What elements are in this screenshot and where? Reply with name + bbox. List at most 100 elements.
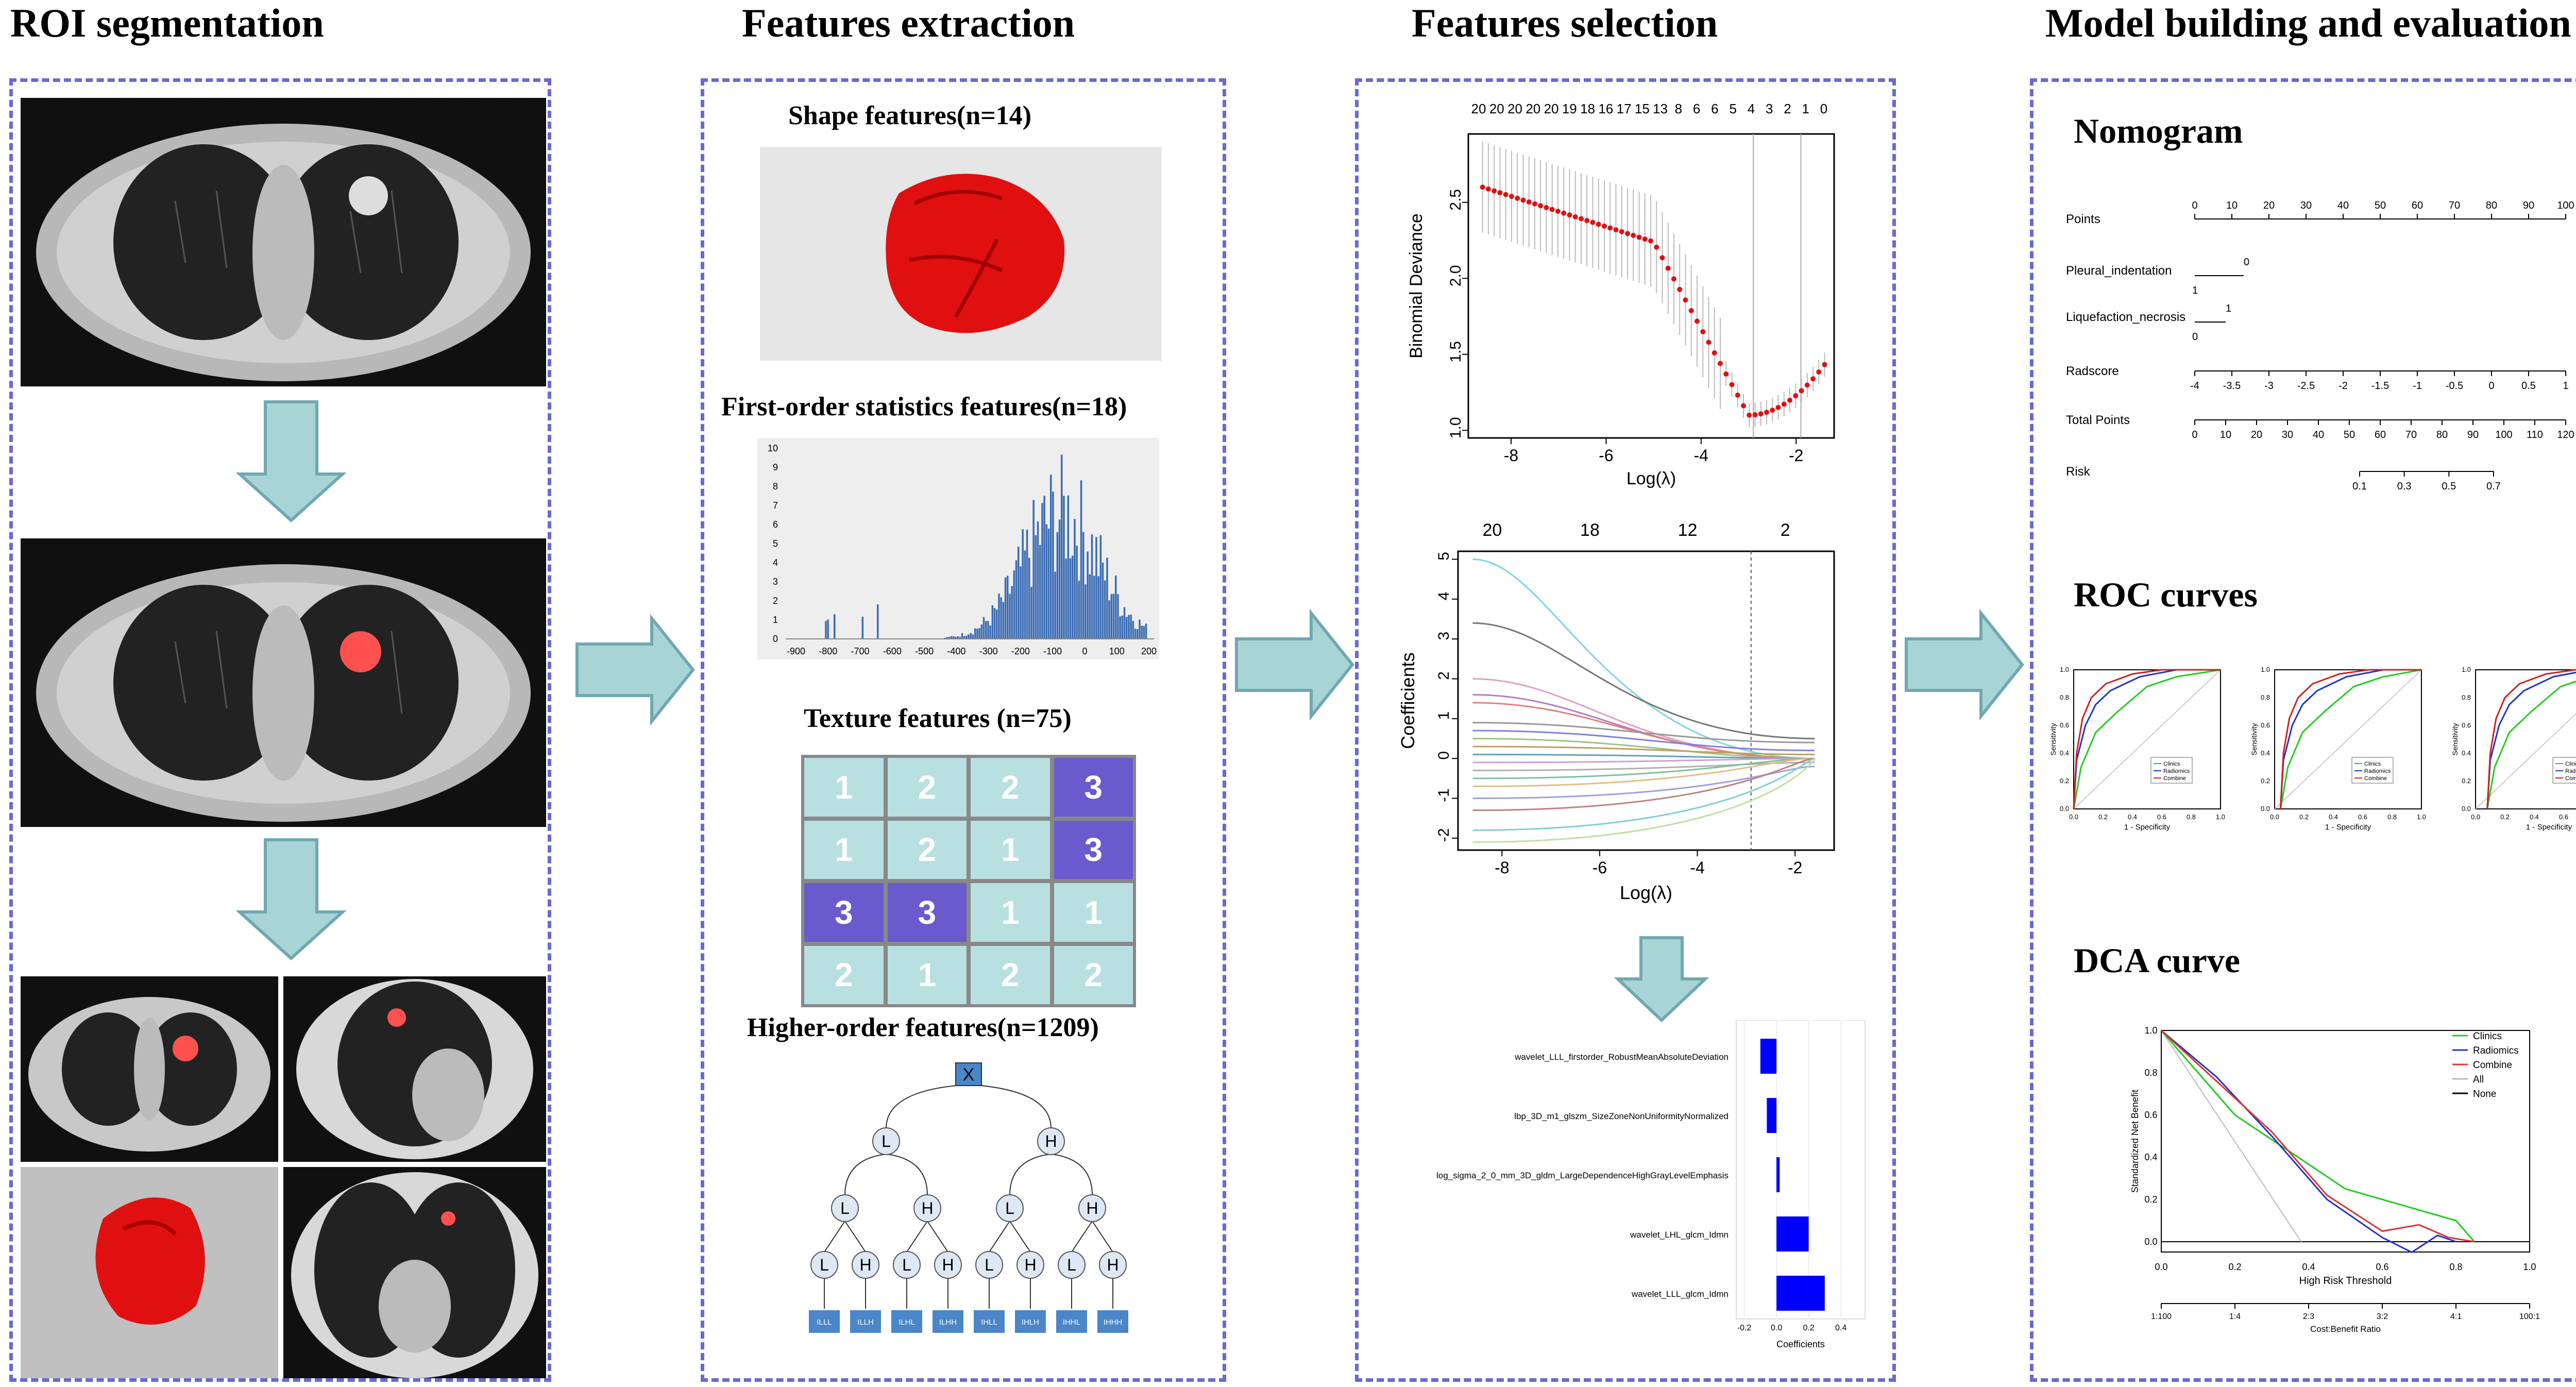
shape-features-title: Shape features(n=14) — [788, 101, 1032, 130]
hist-bar — [1043, 496, 1045, 639]
tree-node-level3 — [852, 1251, 879, 1279]
hist-bar — [1007, 576, 1009, 639]
hist-ytick: 9 — [773, 462, 778, 472]
points-tick: 100 — [2557, 200, 2574, 211]
roc-ytick: 0.2 — [2060, 777, 2069, 785]
points-tick: 60 — [2412, 200, 2423, 211]
tree-leaf — [891, 1310, 922, 1333]
texture-cell: 2 — [887, 820, 967, 879]
hist-bar — [993, 608, 996, 639]
deviance-point — [1711, 350, 1717, 356]
deviance-top-tick: 15 — [1635, 101, 1650, 116]
liquefaction-label: 0 — [2192, 331, 2198, 343]
texture-cell: 1 — [804, 758, 884, 817]
dca-clinics-line — [2160, 1030, 2475, 1242]
deviance-point — [1747, 412, 1752, 418]
roc-legend-label: Clinics — [2163, 761, 2180, 767]
hist-bar — [1119, 616, 1121, 639]
hist-bar — [1026, 530, 1028, 639]
roc-ytick: 1.0 — [2060, 666, 2069, 673]
hist-bar — [1063, 496, 1065, 639]
total-points-tick: 20 — [2251, 429, 2262, 441]
deviance-point — [1520, 197, 1526, 203]
hist-bar — [1143, 625, 1145, 639]
radscore-tick: 0.5 — [2521, 380, 2536, 392]
feature-bar — [1776, 1276, 1825, 1311]
deviance-top-tick: 20 — [1489, 101, 1504, 116]
dca-ytick: 0.0 — [2144, 1237, 2157, 1247]
svg-text:IHHH: IHHH — [1104, 1318, 1123, 1327]
hist-bar — [1123, 607, 1126, 639]
total-points-tick: 80 — [2436, 429, 2448, 441]
hist-bar — [978, 628, 980, 639]
points-tick: 70 — [2449, 200, 2460, 211]
deviance-point — [1492, 188, 1497, 194]
hist-xtick: -500 — [915, 646, 934, 656]
deviance-top-tick: 13 — [1653, 101, 1668, 116]
roc-ytick: 0.6 — [2060, 721, 2069, 729]
section-title-model: Model building and evaluation — [2045, 1, 2571, 45]
coef-path — [1472, 702, 1815, 759]
coef-ytick: -1 — [1435, 788, 1452, 802]
roc-curve — [2073, 669, 2221, 809]
dca-ytick: 0.4 — [2144, 1152, 2157, 1162]
tree-root-node — [955, 1062, 982, 1086]
coef-path — [1472, 730, 1815, 752]
dca-xtick: 0.0 — [2155, 1262, 2167, 1272]
roc-xtick: 0.2 — [2500, 813, 2510, 821]
roc-xtick: 0.6 — [2358, 813, 2367, 821]
deviance-xlabel: Log(λ) — [1626, 469, 1676, 488]
hist-bar — [1039, 545, 1041, 639]
deviance-point — [1480, 184, 1485, 190]
hist-bar — [998, 594, 1000, 639]
coef-path — [1472, 746, 1815, 755]
nomogram-plot: PointsPleural_indentationLiquefaction_ne… — [2066, 200, 2574, 492]
deviance-point — [1497, 190, 1503, 196]
texture-cell: 2 — [1054, 945, 1133, 1004]
hist-xtick: -700 — [851, 646, 870, 656]
roc-ylabel: Sensitivity — [2250, 723, 2258, 755]
feature-bar — [1767, 1098, 1777, 1133]
selection-panel — [1355, 78, 1896, 1382]
hist-bar — [1045, 524, 1048, 639]
points-tick: 30 — [2300, 200, 2312, 211]
deviance-point — [1683, 297, 1688, 303]
svg-text:IHHL: IHHL — [1063, 1318, 1080, 1327]
deviance-top-tick: 6 — [1711, 101, 1718, 116]
roc-ytick: 0.4 — [2462, 749, 2471, 757]
hist-bar — [985, 621, 987, 639]
deviance-point — [1677, 286, 1683, 292]
hist-bar — [987, 621, 989, 639]
texture-cell: 1 — [971, 820, 1050, 879]
roc-legend-label: Combine — [2163, 775, 2186, 782]
texture-cell: 3 — [1054, 820, 1133, 879]
roc-xtick: 0.4 — [2329, 813, 2338, 821]
hist-bar — [1141, 625, 1143, 639]
hist-bar — [1065, 559, 1067, 639]
hist-bar — [1037, 521, 1039, 639]
coef-path — [1472, 757, 1816, 843]
hist-ytick: 0 — [773, 634, 778, 644]
hist-bar — [950, 636, 953, 639]
dca-cb-tick: 2:3 — [2303, 1312, 2314, 1321]
dca-xlabel: High Risk Threshold — [2299, 1275, 2392, 1287]
hist-ytick: 1 — [773, 615, 778, 625]
total-points-tick: 100 — [2495, 429, 2512, 441]
coef-path — [1472, 757, 1815, 780]
deviance-point — [1631, 232, 1636, 238]
hist-bar — [1047, 529, 1050, 639]
radscore-tick: -1.5 — [2371, 380, 2389, 392]
deviance-point — [1584, 218, 1590, 224]
deviance-point — [1619, 229, 1624, 234]
points-tick: 0 — [2192, 200, 2197, 211]
nomogram-row-label: Points — [2066, 212, 2100, 226]
dca-xtick: 0.8 — [2449, 1262, 2462, 1272]
hist-bar — [1108, 600, 1110, 639]
deviance-point — [1503, 192, 1509, 197]
deviance-top-tick: 3 — [1766, 101, 1773, 116]
deviance-point — [1509, 194, 1514, 199]
coef-path — [1472, 622, 1815, 739]
roc-title: ROC curves — [2074, 575, 2258, 614]
